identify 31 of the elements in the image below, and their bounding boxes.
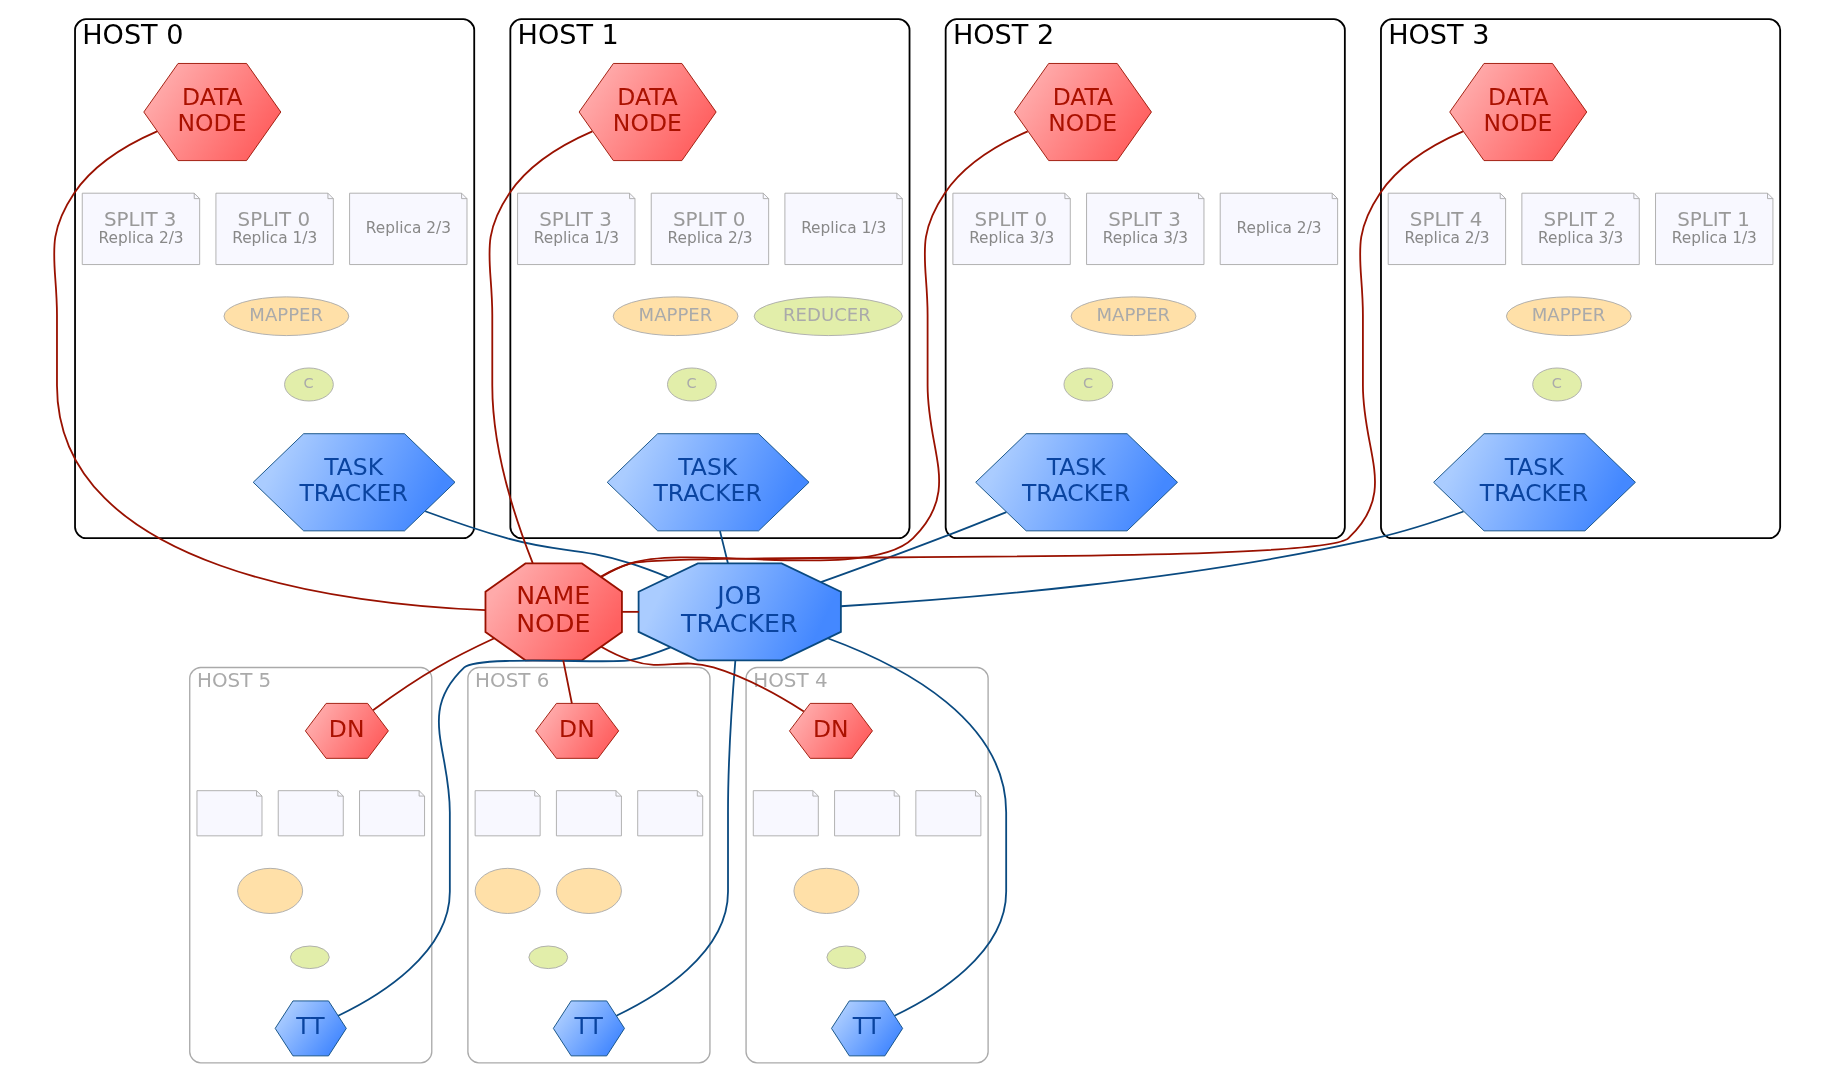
connector bbox=[820, 511, 1008, 584]
connector bbox=[562, 659, 573, 705]
node-ellipse: C bbox=[1532, 367, 1582, 402]
node-ellipse: C bbox=[667, 367, 717, 402]
connector bbox=[839, 510, 1465, 608]
node-ellipse: C bbox=[284, 367, 334, 402]
node-ellipse: MAPPER bbox=[1070, 296, 1197, 337]
connector bbox=[621, 610, 640, 613]
node-ellipse bbox=[793, 867, 860, 914]
node-ellipse: C bbox=[1063, 367, 1114, 402]
node-ellipse bbox=[528, 945, 569, 970]
node-ellipse: REDUCER bbox=[753, 296, 903, 337]
node-ellipse bbox=[290, 945, 330, 970]
node-ellipse: MAPPER bbox=[1506, 296, 1632, 337]
node-ellipse bbox=[555, 867, 622, 914]
node-ellipse bbox=[474, 867, 541, 914]
connector bbox=[488, 130, 594, 565]
connector bbox=[826, 637, 1008, 1017]
connector bbox=[372, 637, 496, 712]
connector bbox=[719, 530, 729, 565]
connector bbox=[53, 130, 487, 612]
node-ellipse bbox=[237, 867, 304, 914]
connector bbox=[337, 646, 672, 1017]
connector bbox=[615, 659, 737, 1017]
connector bbox=[600, 645, 805, 713]
node-ellipse: MAPPER bbox=[612, 296, 739, 337]
node-ellipse bbox=[826, 945, 867, 970]
node-ellipse: MAPPER bbox=[223, 296, 350, 337]
connector bbox=[600, 130, 1029, 578]
connector bbox=[424, 510, 670, 579]
connector bbox=[600, 130, 1464, 578]
